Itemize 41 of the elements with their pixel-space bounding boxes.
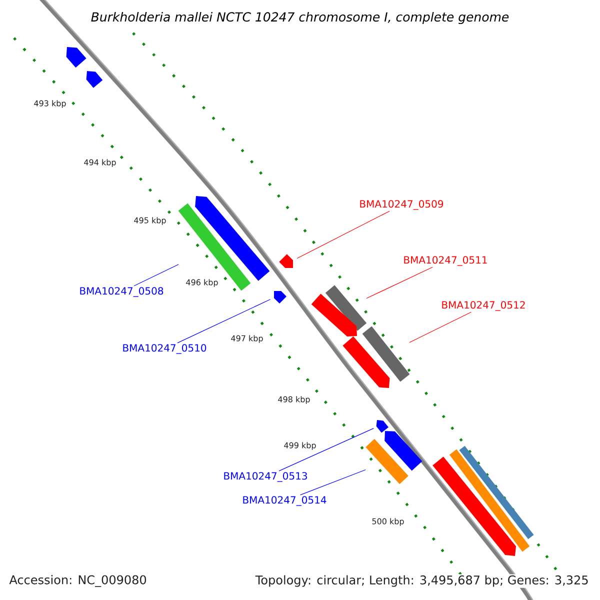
gene-block [66,47,86,68]
gene-bar [449,449,530,552]
gene-bar [459,446,534,540]
title: Burkholderia mallei NCTC 10247 chromosome I, complete genome [91,12,509,24]
gene-label: BMA10247_0511 [404,256,487,266]
gene-bar [325,285,367,331]
gene-block [274,291,286,304]
tick-label: 500 kbp [370,517,406,527]
gene-block [279,254,293,268]
gene-bar [366,438,408,484]
tick-label: 493 kbp [32,99,68,109]
info-text: Accession: NC_009080 [8,574,148,588]
gene-block [432,456,516,556]
tick-label: 499 kbp [282,441,318,451]
tick-label: 497 kbp [230,334,264,344]
gene-block [384,431,422,471]
leader-line [300,469,366,496]
gene-label: BMA10247_0510 [123,344,206,354]
leader-line [366,266,433,299]
gene-block [342,336,390,388]
info-text: Topology: circular; Length: 3,495,687 bp; Genes: 3,325 [254,574,590,588]
tick-label: 494 kbp [82,158,118,168]
gene-bar [362,326,410,382]
gene-block [311,294,357,336]
gene-label: BMA10247_0514 [243,496,326,506]
gene-label: BMA10247_0508 [80,287,164,297]
gene-block [376,420,388,433]
gene-label: BMA10247_0513 [224,472,307,482]
gene-block [86,71,103,88]
leader-line [409,312,472,343]
leader-line [177,299,271,344]
tick-label: 495 kbp [132,216,168,226]
tick-label: 498 kbp [276,395,312,405]
tick-label: 496 kbp [184,278,220,288]
leader-line [134,264,179,286]
gene-block [195,196,270,281]
leader-line [296,210,390,259]
leader-line [278,428,374,472]
gene-label: BMA10247_0509 [360,200,444,210]
gene-label: BMA10247_0512 [442,301,525,311]
gene-bar [178,203,251,291]
